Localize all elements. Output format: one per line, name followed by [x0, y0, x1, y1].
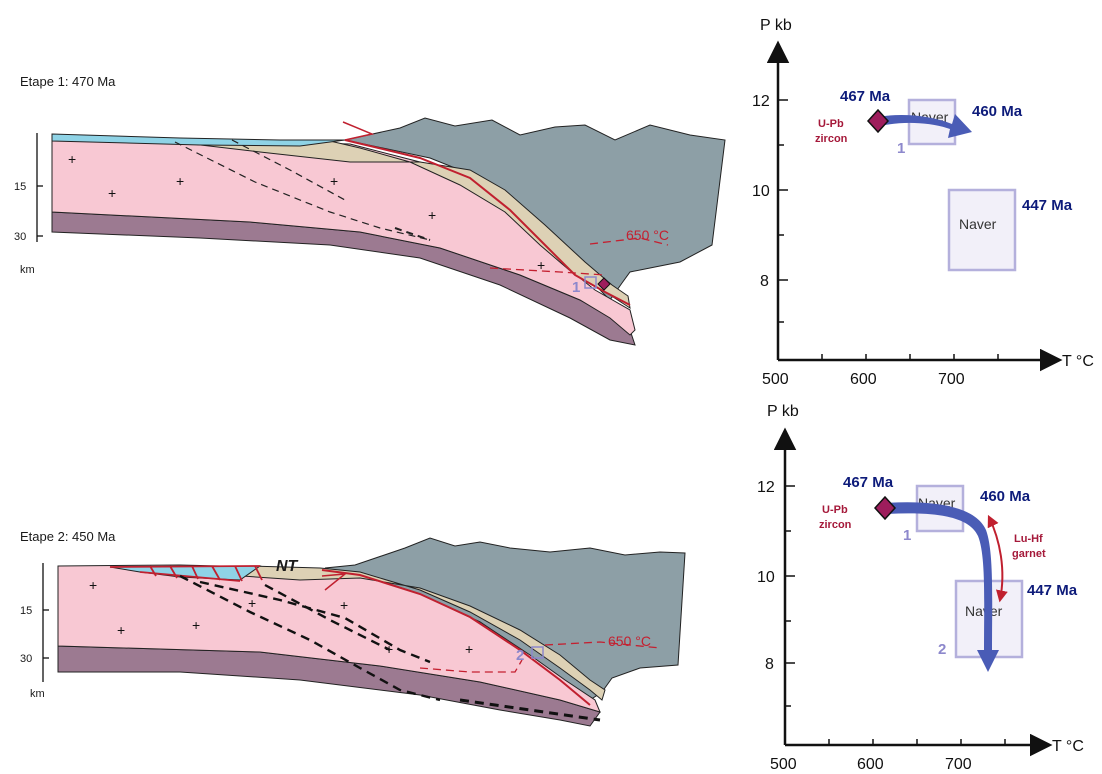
internal-faults — [179, 574, 601, 722]
x-tick-500: 500 — [762, 371, 789, 388]
y-tick-10: 10 — [752, 183, 770, 200]
y-tick-10: 10 — [757, 569, 775, 586]
svg-text:+: + — [428, 207, 436, 223]
pt-diagram-1: P kb T °C 12 10 8 500 600 700 Naver Nave… — [752, 17, 1094, 388]
depth-tick-15: 15 — [20, 605, 32, 617]
granite-crosses: + + + + + + + — [89, 577, 473, 657]
sediment-wedge — [109, 565, 606, 701]
age-447: 447 Ma — [1022, 197, 1073, 214]
naver-label-2: Naver — [965, 603, 1003, 619]
svg-text:+: + — [108, 185, 116, 201]
stage-1-label: Etape 1: 470 Ma — [20, 74, 116, 89]
thrust-top — [342, 121, 375, 141]
y-tick-12: 12 — [752, 93, 770, 110]
svg-text:+: + — [176, 173, 184, 189]
y-tick-12: 12 — [757, 479, 775, 496]
box-number-1: 1 — [897, 140, 905, 157]
box-number-1: 1 — [903, 527, 911, 544]
x-tick-600: 600 — [857, 756, 884, 773]
stage-2-label: Etape 2: 450 Ma — [20, 529, 116, 544]
depth-unit: km — [20, 264, 35, 276]
naver-box-2 — [947, 188, 1017, 272]
x-tick-700: 700 — [945, 756, 972, 773]
thrust-label: NT — [276, 558, 299, 575]
isotherm-label: 650 °C — [626, 227, 669, 243]
lu-hf-label-line-2: garnet — [1012, 548, 1046, 560]
depth-tick-30: 30 — [14, 231, 26, 243]
thrust-fault — [321, 569, 591, 706]
age-460: 460 Ma — [980, 488, 1031, 505]
x-tick-700: 700 — [938, 371, 965, 388]
lu-hf-label-line-1: Lu-Hf — [1014, 533, 1043, 545]
thrust-fault — [344, 139, 631, 306]
naver-label-2: Naver — [959, 216, 997, 232]
sample-box-icon — [584, 276, 597, 289]
location-number: 2 — [516, 647, 524, 664]
svg-text:+: + — [117, 622, 125, 638]
svg-text:+: + — [248, 595, 256, 611]
sample-diamond-icon — [597, 277, 611, 291]
svg-text:+: + — [537, 257, 545, 273]
depth-tick-30: 30 — [20, 653, 32, 665]
method-label-line-1: U-Pb — [818, 118, 844, 130]
cross-section-stage-1: Etape 1: 470 Ma + + + + + + — [14, 74, 726, 346]
pt-diagram-2: P kb T °C 12 10 8 500 600 700 Naver Nave… — [757, 403, 1084, 773]
svg-text:+: + — [385, 641, 393, 657]
internal-faults — [174, 139, 431, 241]
svg-text:+: + — [330, 173, 338, 189]
svg-text:+: + — [89, 577, 97, 593]
lu-hf-arrow-icon — [987, 514, 1008, 603]
y-tick-8: 8 — [760, 273, 769, 290]
y-tick-8: 8 — [765, 656, 774, 673]
temperature-axis-label: T °C — [1062, 353, 1094, 370]
svg-text:+: + — [68, 151, 76, 167]
zircon-sample-icon — [866, 108, 890, 134]
depth-tick-15: 15 — [14, 181, 26, 193]
cross-section-stage-2: Etape 2: 450 Ma NT — [20, 529, 686, 727]
zircon-sample-icon — [873, 495, 897, 521]
isotherm-650 — [419, 641, 661, 673]
sample-box-icon — [531, 646, 544, 659]
ocean-layer — [51, 133, 346, 147]
svg-text:+: + — [192, 617, 200, 633]
pt-path-arrow — [878, 114, 972, 138]
age-447: 447 Ma — [1027, 582, 1078, 599]
temperature-axis-label: T °C — [1052, 738, 1084, 755]
pressure-axis-label: P kb — [760, 17, 792, 34]
box-number-2: 2 — [938, 641, 946, 658]
imbricate-slices — [109, 565, 263, 582]
pressure-axis-label: P kb — [767, 403, 799, 420]
method-label-line-1: U-Pb — [822, 504, 848, 516]
axis-ticks — [778, 99, 999, 360]
svg-text:+: + — [340, 597, 348, 613]
pt-path-arrow — [885, 502, 999, 672]
age-467: 467 Ma — [840, 88, 891, 105]
thrust-top — [321, 573, 348, 591]
isotherm-label: 650 °C — [608, 633, 651, 649]
x-tick-600: 600 — [850, 371, 877, 388]
x-tick-500: 500 — [770, 756, 797, 773]
age-460: 460 Ma — [972, 103, 1023, 120]
method-label-line-2: zircon — [819, 519, 852, 531]
age-467: 467 Ma — [843, 474, 894, 491]
depth-unit: km — [30, 688, 45, 700]
svg-text:+: + — [465, 641, 473, 657]
location-number: 1 — [572, 279, 580, 296]
method-label-line-2: zircon — [815, 133, 848, 145]
isotherm-650 — [489, 237, 669, 276]
axis-ticks — [785, 485, 1006, 745]
granite-crosses: + + + + + + — [68, 151, 545, 273]
crust-layer — [51, 139, 636, 336]
